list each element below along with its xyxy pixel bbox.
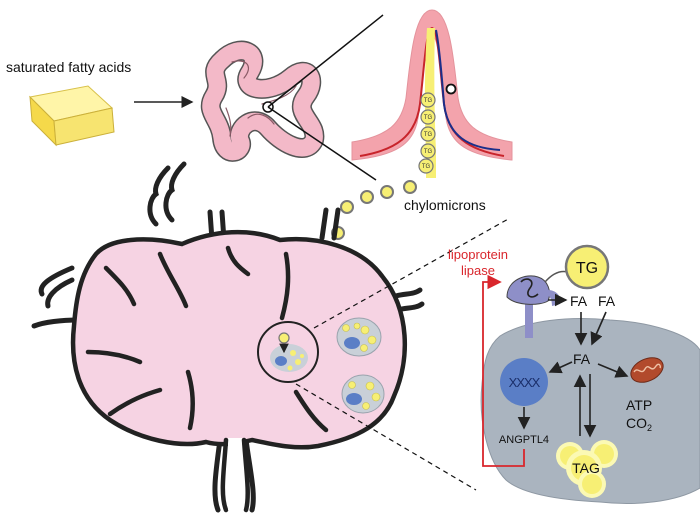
fa-left-label: FA: [570, 293, 588, 309]
dna-label: XXXX: [509, 375, 541, 390]
zoom-circle: [257, 321, 319, 383]
villus-cell-marker: [445, 83, 457, 95]
villus-tg-5: TG: [422, 164, 431, 170]
zoom-line-lower: [267, 106, 377, 181]
angptl4-label: ANGPTL4: [499, 434, 549, 446]
chylomicrons-label: chylomicrons: [404, 197, 486, 213]
tg-label: TG: [576, 260, 598, 277]
angptl4-inhibition-loop: [482, 274, 525, 467]
intestine-illustration: [200, 40, 325, 162]
villus-tg-3: TG: [424, 132, 433, 138]
tg-particle: TG: [564, 244, 610, 290]
fa-right-label: FA: [598, 293, 616, 309]
co2-label: CO2: [626, 415, 652, 433]
zoom-dash-lower: [295, 383, 477, 491]
tag-lipid-droplets: [556, 440, 618, 498]
saturated-fatty-acids-label: saturated fatty acids: [6, 59, 131, 75]
mitochondrion: [630, 357, 664, 383]
villus-tg-particles: TG TG TG TG TG: [418, 92, 436, 174]
fa-to-mitochondrion-arrow: [597, 363, 629, 378]
butter-illustration: [28, 85, 115, 147]
villus-tg-1: TG: [424, 98, 433, 104]
zoom-line-upper: [267, 14, 384, 108]
node-adipocytes: [336, 317, 385, 414]
villus-tg-2: TG: [424, 115, 433, 121]
zoom-dash-upper: [313, 217, 511, 329]
fa-center-label: FA: [573, 351, 591, 367]
atp-label: ATP: [626, 397, 652, 413]
villus-tg-4: TG: [424, 149, 433, 155]
lymph-node: [31, 161, 425, 513]
tag-label: TAG: [572, 460, 600, 476]
nucleus: XXXX: [500, 358, 548, 406]
fa-to-nucleus-arrow: [548, 361, 573, 374]
fa-right-down-arrow: [590, 311, 607, 346]
